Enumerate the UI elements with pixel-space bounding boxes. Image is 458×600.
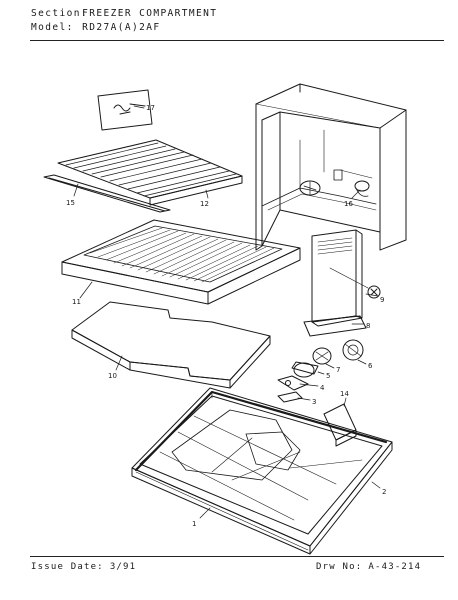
- callout-6: 6: [368, 362, 373, 370]
- callout-labels: 17 15 12 11 10 16 9 8 7 6 5 4 3 14 2 1: [66, 104, 386, 528]
- callout-17: 17: [146, 104, 155, 112]
- callout-14: 14: [340, 390, 349, 398]
- callout-4: 4: [320, 384, 325, 392]
- callout-16: 16: [344, 200, 353, 208]
- shelf-rail-part: [43, 174, 171, 213]
- leader-lines: [73, 105, 381, 519]
- callout-9: 9: [380, 296, 384, 304]
- callout-1: 1: [192, 520, 196, 528]
- wire-shelf-part: [57, 139, 243, 206]
- air-duct-part: [303, 229, 369, 337]
- fan-assembly-part: [312, 339, 364, 365]
- header-rule: [30, 40, 444, 41]
- drawing-number-value: A-43-214: [368, 562, 422, 572]
- freezer-cabinet: [255, 83, 407, 251]
- callout-15: 15: [66, 199, 75, 207]
- model-label: Model:: [31, 22, 74, 33]
- callout-7: 7: [336, 366, 340, 374]
- insulation-panel-part: [71, 301, 271, 389]
- model-value: RD27A(A)2AF: [82, 22, 161, 33]
- clip-part: [277, 391, 303, 403]
- callout-11: 11: [72, 298, 81, 306]
- crisper-cover-part: [61, 219, 301, 305]
- section-value: FREEZER COMPARTMENT: [82, 8, 218, 19]
- issue-date-label: Issue Date:: [31, 562, 104, 572]
- fan-motor-part: [277, 361, 319, 391]
- callout-2: 2: [382, 488, 386, 496]
- drawing-number: Drw No: A-43-214: [316, 562, 421, 572]
- screw-part: [367, 285, 381, 299]
- callout-8: 8: [366, 322, 370, 330]
- hardware-bag-part: [97, 89, 153, 131]
- section-label: Section:: [31, 8, 88, 19]
- section-line: Section: FREEZER COMPARTMENT: [31, 8, 217, 19]
- issue-date: Issue Date: 3/91: [31, 562, 136, 572]
- footer-rule: [30, 556, 444, 557]
- liner-pan-part: [131, 387, 393, 555]
- issue-date-value: 3/91: [109, 562, 137, 572]
- callout-5: 5: [326, 372, 330, 380]
- callout-3: 3: [312, 398, 316, 406]
- callout-12: 12: [200, 200, 209, 208]
- callout-10: 10: [108, 372, 117, 380]
- drawing-number-label: Drw No:: [316, 562, 363, 572]
- model-line: Model: RD27A(A)2AF: [31, 22, 160, 33]
